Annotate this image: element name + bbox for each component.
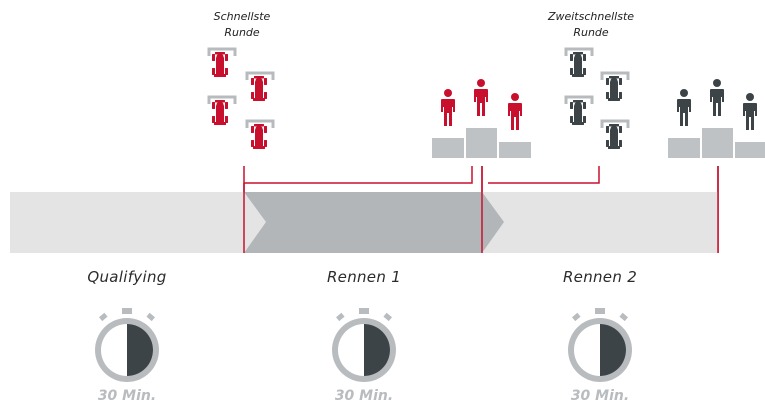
car-icon [212, 100, 228, 125]
car-icon [251, 124, 267, 149]
race-1-arrow [244, 192, 504, 253]
phase-title-race-2: Rennen 2 [563, 268, 637, 286]
car-icon [251, 76, 267, 101]
svg-text:Zweitschnellste: Zweitschnellste [547, 10, 634, 23]
stopwatch-icon [95, 308, 159, 382]
svg-text:Schnellste: Schnellste [214, 10, 271, 23]
person-icon [677, 89, 691, 126]
car-icon [212, 52, 228, 77]
fastest-lap-label: Schnellste Runde [214, 10, 271, 39]
person-icon [710, 79, 724, 116]
car-icon [570, 100, 586, 125]
person-icon [508, 93, 522, 130]
duration-qualifying: 30 Min. [98, 388, 156, 404]
stopwatch-icon [568, 308, 632, 382]
podium-icon [668, 79, 765, 158]
phase-title-qualifying: Qualifying [87, 268, 166, 286]
person-icon [743, 93, 757, 130]
car-icon [606, 76, 622, 101]
duration-race-2: 30 Min. [571, 388, 629, 404]
second-fastest-lap-label: Zweitschnellste Runde [547, 10, 634, 39]
car-icon [570, 52, 586, 77]
starting-grid-race-2 [564, 47, 630, 149]
person-icon [441, 89, 455, 126]
starting-grid-race-1 [207, 47, 275, 149]
svg-text:Runde: Runde [573, 26, 609, 39]
phase-title-race-1: Rennen 1 [327, 268, 401, 286]
svg-text:Runde: Runde [224, 26, 260, 39]
car-icon [606, 124, 622, 149]
podium-icon [432, 79, 531, 158]
timeline-band [10, 166, 719, 253]
duration-race-1: 30 Min. [335, 388, 393, 404]
person-icon [474, 79, 488, 116]
stopwatch-icon [332, 308, 396, 382]
